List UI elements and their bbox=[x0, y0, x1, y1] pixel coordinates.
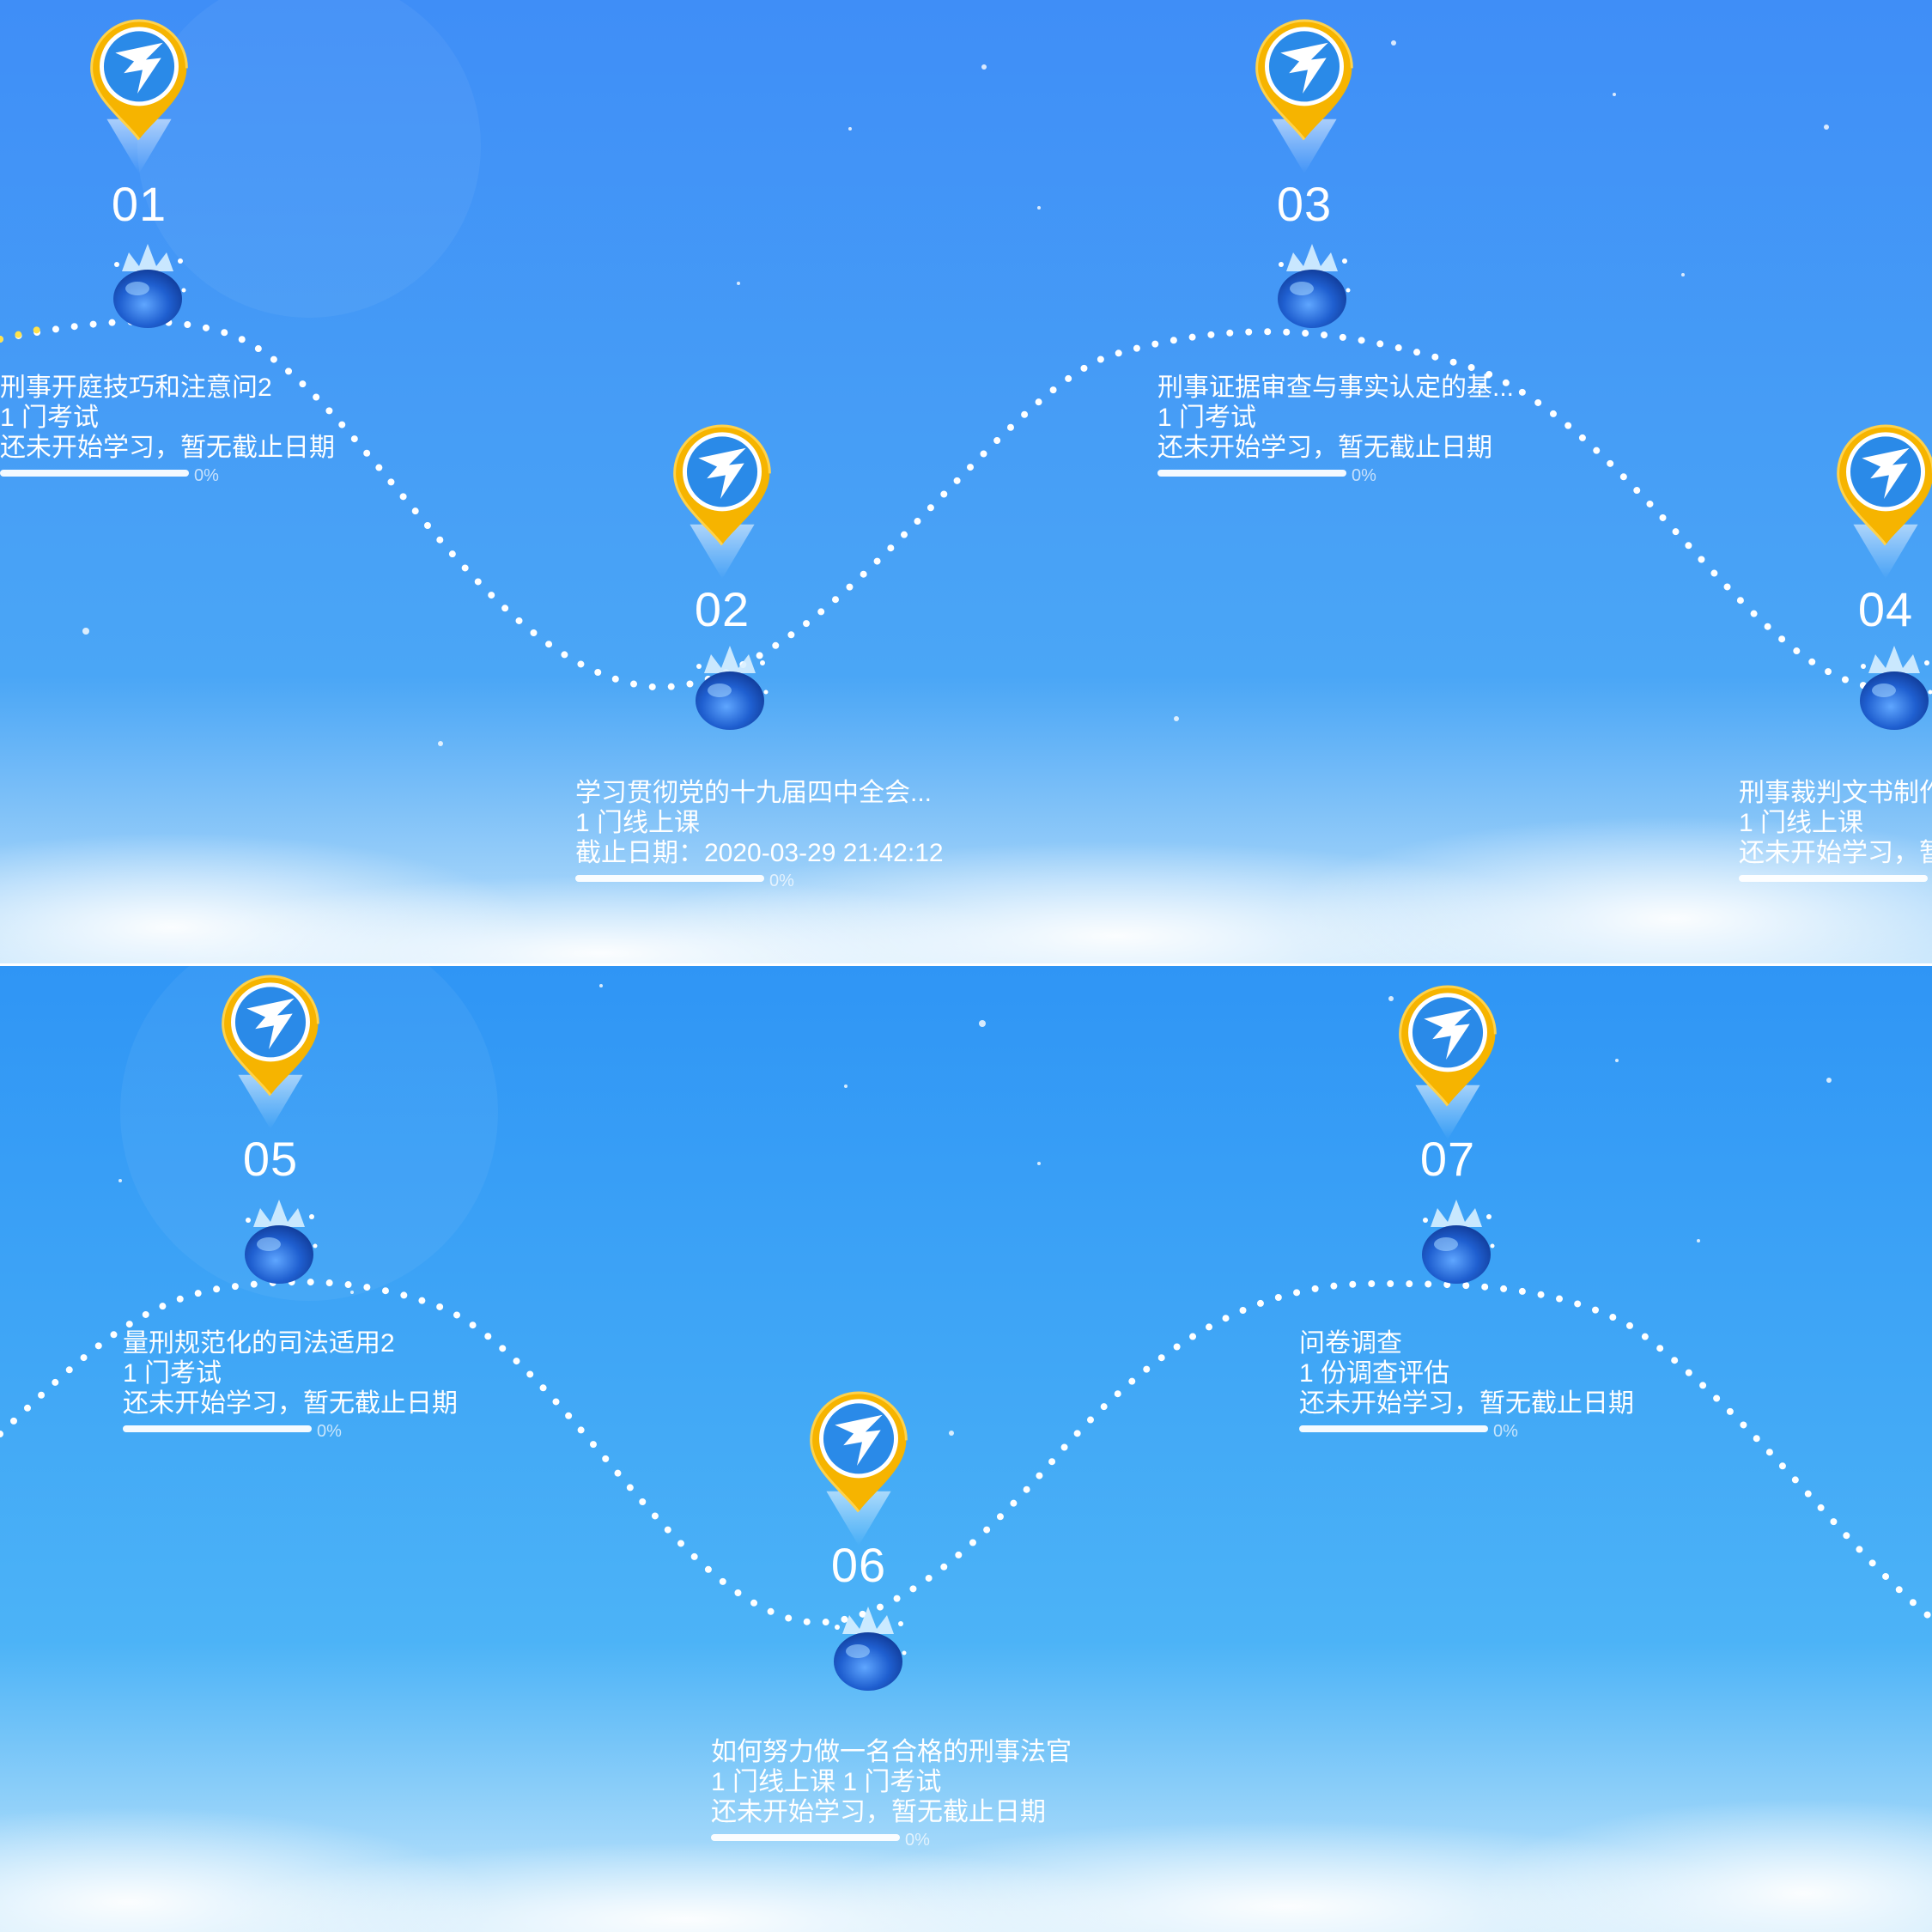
course-title[interactable]: 问卷调查 bbox=[1299, 1329, 1402, 1358]
top-background bbox=[0, 0, 1932, 966]
progress-bar: 0% bbox=[0, 466, 219, 485]
course-title[interactable]: 刑事裁判文书制作 bbox=[1739, 779, 1932, 807]
course-count: 1 门线上课 1 门考试 bbox=[711, 1768, 942, 1796]
pin-icon[interactable] bbox=[809, 1391, 908, 1546]
course-status: 还未开始学习，暂无截止日期 bbox=[1299, 1389, 1634, 1418]
progress-bar: 0% bbox=[711, 1831, 930, 1850]
node-info: 如何努力做一名合格的刑事法官 1 门线上课 1 门考试 还未开始学习，暂无截止日… bbox=[711, 1737, 1072, 1850]
node-number: 04 bbox=[1857, 582, 1914, 636]
node-info: 刑事开庭技巧和注意问2 1 门考试 还未开始学习，暂无截止日期 0% bbox=[0, 373, 335, 485]
course-status: 还未开始学习，暂无截止日期 bbox=[1739, 839, 1932, 867]
progress-bar: 0% bbox=[1739, 875, 1928, 882]
top-panel: 01 刑事开庭技巧和注意问2 1 门考试 还未开始学习，暂无截止日期 0% 02… bbox=[0, 0, 1932, 966]
course-title[interactable]: 量刑规范化的司法适用2 bbox=[123, 1329, 395, 1358]
pin-icon[interactable] bbox=[89, 19, 189, 173]
progress-bar: 0% bbox=[1157, 466, 1376, 485]
course-status: 还未开始学习，暂无截止日期 bbox=[123, 1389, 458, 1418]
course-count: 1 门线上课 bbox=[575, 809, 701, 837]
progress-percent: 0% bbox=[1493, 1422, 1518, 1441]
pin-icon[interactable] bbox=[1836, 424, 1932, 579]
course-count: 1 门考试 bbox=[1157, 404, 1257, 432]
crown-icon bbox=[105, 239, 191, 333]
node-number: 01 bbox=[111, 177, 167, 231]
course-count: 1 份调查评估 bbox=[1299, 1359, 1450, 1388]
node-number: 02 bbox=[694, 582, 750, 636]
crown-icon bbox=[1851, 641, 1932, 735]
progress-percent: 0% bbox=[317, 1422, 342, 1441]
course-count: 1 门考试 bbox=[0, 404, 100, 432]
progress-bar: 0% bbox=[1299, 1422, 1518, 1441]
node-info: 量刑规范化的司法适用2 1 门考试 还未开始学习，暂无截止日期 0% bbox=[123, 1328, 458, 1441]
progress-percent: 0% bbox=[1352, 466, 1376, 485]
bottom-background bbox=[0, 966, 1932, 1932]
pin-icon[interactable] bbox=[1255, 19, 1354, 173]
crown-icon bbox=[687, 641, 773, 735]
pin-icon[interactable] bbox=[221, 975, 320, 1129]
course-count: 1 门线上课 bbox=[1739, 809, 1864, 837]
progress-percent: 0% bbox=[905, 1831, 930, 1850]
course-status: 还未开始学习，暂无截止日期 bbox=[711, 1798, 1046, 1826]
node-number: 05 bbox=[242, 1132, 299, 1186]
node-info: 学习贯彻党的十九届四中全会... 1 门线上课 截止日期：2020-03-29 … bbox=[575, 778, 944, 890]
progress-percent: 0% bbox=[769, 872, 794, 890]
course-status: 还未开始学习，暂无截止日期 bbox=[1157, 434, 1492, 462]
course-deadline: 截止日期：2020-03-29 21:42:12 bbox=[575, 839, 944, 867]
course-title[interactable]: 刑事开庭技巧和注意问2 bbox=[0, 374, 272, 402]
node-info: 刑事证据审查与事实认定的基... 1 门考试 还未开始学习，暂无截止日期 0% bbox=[1157, 373, 1515, 485]
pin-icon[interactable] bbox=[672, 424, 772, 579]
progress-bar: 0% bbox=[123, 1422, 342, 1441]
course-title[interactable]: 刑事证据审查与事实认定的基... bbox=[1157, 374, 1515, 402]
node-number: 06 bbox=[830, 1538, 887, 1592]
course-title[interactable]: 如何努力做一名合格的刑事法官 bbox=[711, 1738, 1072, 1766]
course-count: 1 门考试 bbox=[123, 1359, 222, 1388]
crown-icon bbox=[1269, 239, 1355, 333]
progress-bar: 0% bbox=[575, 872, 794, 890]
pin-icon[interactable] bbox=[1398, 985, 1498, 1139]
course-title[interactable]: 学习贯彻党的十九届四中全会... bbox=[575, 779, 933, 807]
course-status: 还未开始学习，暂无截止日期 bbox=[0, 434, 335, 462]
crown-icon bbox=[825, 1601, 911, 1696]
node-info: 问卷调查 1 份调查评估 还未开始学习，暂无截止日期 0% bbox=[1299, 1328, 1634, 1441]
node-number: 03 bbox=[1276, 177, 1333, 231]
progress-percent: 0% bbox=[194, 466, 219, 485]
node-number: 07 bbox=[1419, 1132, 1476, 1186]
node-info: 刑事裁判文书制作 1 门线上课 还未开始学习，暂无截止日期 0% bbox=[1739, 778, 1932, 882]
bottom-panel: 05 量刑规范化的司法适用2 1 门考试 还未开始学习，暂无截止日期 0% 06… bbox=[0, 966, 1932, 1932]
crown-icon bbox=[236, 1194, 322, 1289]
crown-icon bbox=[1413, 1194, 1499, 1289]
